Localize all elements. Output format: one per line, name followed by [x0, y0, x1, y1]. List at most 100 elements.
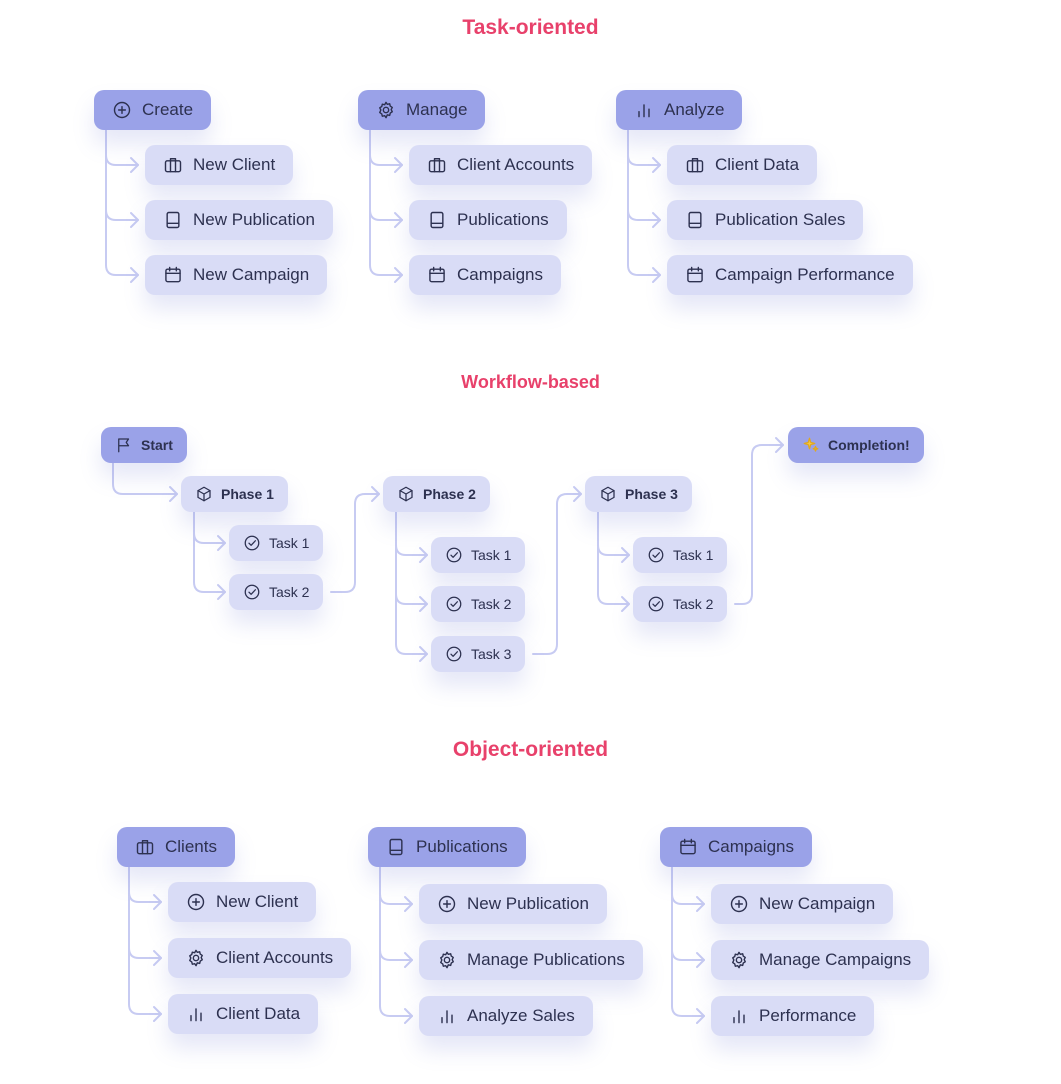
phase-2[interactable]: Phase 2	[383, 476, 490, 512]
connector-line	[153, 1006, 162, 1022]
phase-2-task-2[interactable]: Task 2	[431, 586, 526, 622]
connector-line	[597, 511, 630, 605]
connector-line	[394, 267, 403, 283]
briefcase-icon	[163, 155, 183, 175]
connector-line	[627, 129, 661, 221]
item-new-campaign-label: New Campaign	[193, 265, 310, 284]
item-campaigns[interactable]: Campaigns	[409, 255, 561, 295]
connector-line	[652, 212, 661, 228]
item-client-data-label: Client Data	[715, 155, 800, 174]
cube-icon	[397, 485, 415, 503]
plus-circle-icon	[112, 100, 132, 120]
connector-line	[193, 511, 226, 593]
item-new-publication[interactable]: New Publication	[145, 200, 333, 240]
item-campaign-performance[interactable]: Campaign Performance	[667, 255, 913, 295]
connector-line	[573, 486, 582, 502]
item-manage-publications[interactable]: Manage Publications	[419, 940, 643, 980]
connector-line	[217, 584, 226, 600]
book-icon	[427, 210, 447, 230]
connector-line	[621, 547, 630, 563]
calendar-icon	[685, 265, 705, 285]
group-campaigns[interactable]: Campaigns	[660, 827, 812, 867]
group-clients[interactable]: Clients	[117, 827, 235, 867]
item-client-data[interactable]: Client Data	[168, 994, 319, 1034]
phase-1-task-2-label: Task 2	[269, 584, 310, 600]
phase-3-task-1[interactable]: Task 1	[633, 537, 728, 573]
connector-line	[330, 493, 380, 593]
item-new-client[interactable]: New Client	[168, 882, 317, 922]
connector-line	[369, 129, 403, 221]
group-manage[interactable]: Manage	[358, 90, 486, 130]
item-publication-sales-label: Publication Sales	[715, 210, 846, 229]
item-new-campaign[interactable]: New Campaign	[711, 884, 894, 924]
connector-line	[105, 129, 139, 221]
item-new-client[interactable]: New Client	[145, 145, 294, 185]
calendar-icon	[427, 265, 447, 285]
item-performance[interactable]: Performance	[711, 996, 875, 1036]
connector-line	[130, 157, 139, 173]
group-create[interactable]: Create	[94, 90, 212, 130]
connector-line	[112, 462, 178, 495]
start-node[interactable]: Start	[101, 427, 187, 463]
group-publications[interactable]: Publications	[368, 827, 526, 867]
check-circle-icon	[243, 583, 261, 601]
phase-1-task-2[interactable]: Task 2	[229, 574, 324, 610]
briefcase-icon	[135, 837, 155, 857]
bar-chart-icon	[437, 1006, 457, 1026]
plus-circle-icon	[186, 892, 206, 912]
item-analyze-sales[interactable]: Analyze Sales	[419, 996, 593, 1036]
connector-line	[169, 486, 178, 502]
phase-2-task-1[interactable]: Task 1	[431, 537, 526, 573]
phase-2-task-3[interactable]: Task 3	[431, 636, 526, 672]
connector-line	[371, 486, 380, 502]
calendar-icon	[163, 265, 183, 285]
item-performance-label: Performance	[759, 1006, 857, 1025]
item-new-publication[interactable]: New Publication	[419, 884, 607, 924]
connector-line	[130, 212, 139, 228]
group-analyze[interactable]: Analyze	[616, 90, 743, 130]
group-create-label: Create	[142, 100, 194, 119]
item-analyze-sales-label: Analyze Sales	[467, 1006, 575, 1025]
item-publication-sales[interactable]: Publication Sales	[667, 200, 864, 240]
phase-3[interactable]: Phase 3	[585, 476, 692, 512]
group-publications-label: Publications	[416, 837, 508, 856]
phase-1-task-1[interactable]: Task 1	[229, 525, 324, 561]
item-client-accounts[interactable]: Client Accounts	[409, 145, 593, 185]
plus-circle-icon	[437, 894, 457, 914]
connector-line	[671, 866, 705, 961]
group-clients-label: Clients	[165, 837, 217, 856]
item-new-client-label: New Client	[193, 155, 276, 174]
item-client-accounts-label: Client Accounts	[216, 948, 334, 967]
connector-line	[395, 511, 428, 655]
phase-1[interactable]: Phase 1	[181, 476, 288, 512]
section-title-task-oriented: Task-oriented	[462, 16, 599, 39]
item-client-accounts-label: Client Accounts	[457, 155, 575, 174]
item-client-accounts[interactable]: Client Accounts	[168, 938, 352, 978]
phase-3-task-1-label: Task 1	[673, 547, 714, 563]
item-manage-campaigns[interactable]: Manage Campaigns	[711, 940, 930, 980]
connector-line	[404, 1008, 413, 1024]
briefcase-icon	[427, 155, 447, 175]
calendar-icon	[678, 837, 698, 857]
bar-chart-icon	[634, 100, 654, 120]
item-client-data[interactable]: Client Data	[667, 145, 818, 185]
phase-3-task-2[interactable]: Task 2	[633, 586, 728, 622]
bar-chart-icon	[729, 1006, 749, 1026]
connector-line	[379, 866, 413, 1017]
section-title-workflow-based: Workflow-based	[461, 372, 600, 392]
connector-line	[532, 493, 582, 655]
connector-line	[128, 866, 162, 1015]
item-client-data-label: Client Data	[216, 1004, 301, 1023]
connector-line	[627, 129, 661, 276]
phase-2-task-1-label: Task 1	[471, 547, 512, 563]
completion-node[interactable]: Completion!	[788, 427, 924, 463]
item-new-campaign[interactable]: New Campaign	[145, 255, 328, 295]
connector-line	[419, 547, 428, 563]
item-campaigns-label: Campaigns	[457, 265, 543, 284]
item-publications[interactable]: Publications	[409, 200, 567, 240]
item-campaign-performance-label: Campaign Performance	[715, 265, 895, 284]
group-analyze-label: Analyze	[664, 100, 725, 119]
cube-icon	[599, 485, 617, 503]
connector-line	[130, 267, 139, 283]
